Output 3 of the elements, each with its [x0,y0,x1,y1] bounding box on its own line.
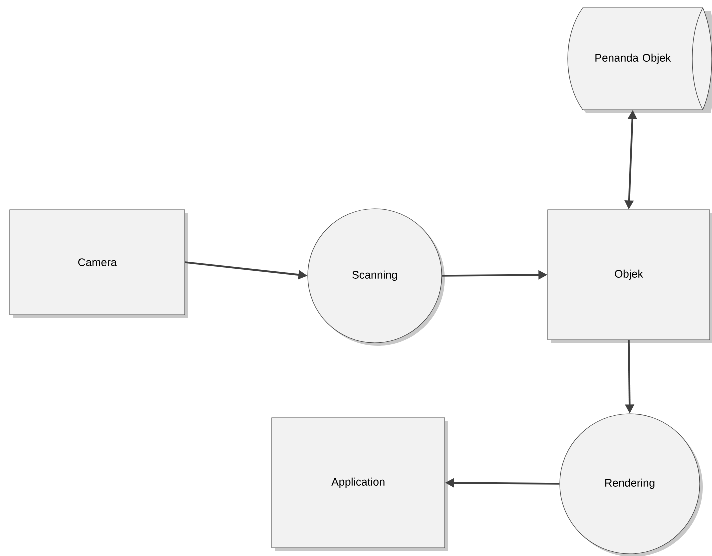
process-box: Camera [10,210,188,318]
process-box: Application [272,418,448,551]
process-box: Objek [548,210,712,343]
